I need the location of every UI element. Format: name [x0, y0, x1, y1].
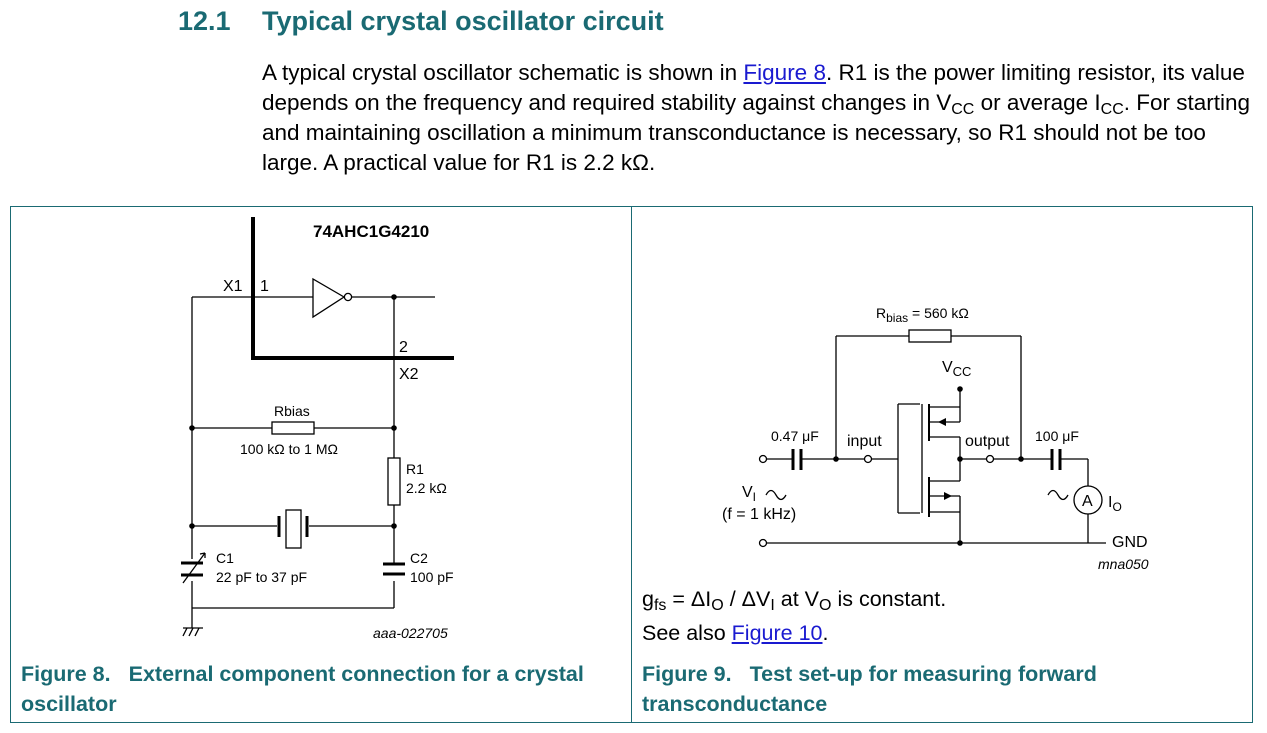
gfs-vi-sub: I: [770, 597, 775, 614]
pin-x1-label: X1: [223, 278, 243, 295]
io-sub: O: [1112, 500, 1121, 514]
figure-8-link[interactable]: Figure 8: [743, 60, 826, 85]
rbias-label-9: Rbias = 560 kΩ: [876, 305, 969, 325]
figure-10-link[interactable]: Figure 10: [731, 621, 823, 645]
io-label: IO: [1108, 494, 1122, 514]
cout-value: 100 μF: [1035, 428, 1079, 444]
rbias-value-9: = 560 kΩ: [908, 305, 969, 321]
gfs-eq-1: = ΔI: [666, 587, 712, 611]
para-text-2: . R1 is the power limiting resistor, its…: [262, 60, 1245, 115]
intro-paragraph: A typical crystal oscillator schematic i…: [262, 58, 1262, 178]
transconductance-test-schematic: Rbias = 560 kΩ VCC 0.47 μF input output …: [722, 305, 1149, 572]
figure-9-caption-number: Figure 9.: [642, 662, 732, 686]
gfs-sub: fs: [653, 597, 667, 614]
c1-value: 22 pF to 37 pF: [216, 569, 307, 585]
gfs-vo-sub: O: [819, 597, 832, 614]
ic-name: 74AHC1G4210: [313, 222, 429, 241]
rbias-value: 100 kΩ to 1 MΩ: [240, 441, 338, 457]
figure-8-caption-text: External component connection for a crys…: [21, 662, 584, 716]
vi-frequency: (f = 1 kHz): [722, 506, 796, 523]
rbias-subscript: bias: [886, 311, 908, 325]
output-label: output: [965, 433, 1010, 450]
gfs-eq-3: at V: [774, 587, 820, 611]
vcc-v: V: [942, 359, 953, 376]
section-number: 12.1: [178, 6, 231, 36]
pin-x2-label: X2: [399, 366, 419, 383]
c1-label: C1: [216, 550, 234, 566]
vcc-subscript: CC: [951, 101, 975, 118]
figure-9-code: mna050: [1098, 556, 1149, 572]
rbias-r: R: [876, 305, 886, 321]
c2-label: C2: [410, 550, 428, 566]
gfs-eq-4: is constant.: [831, 587, 947, 611]
r1-label: R1: [406, 461, 424, 477]
gfs-eq-2: / ΔV: [723, 587, 771, 611]
para-text-4: . For starting and maintaining oscillati…: [262, 90, 1251, 175]
section-title: Typical crystal oscillator circuit: [262, 6, 664, 36]
ammeter-label: A: [1082, 493, 1093, 510]
figure-9-panel: Rbias = 560 kΩ VCC 0.47 μF input output …: [631, 206, 1253, 723]
see-also-end: .: [822, 621, 829, 645]
icc-subscript: CC: [1100, 101, 1124, 118]
figure-8-caption: Figure 8.External component connection f…: [21, 659, 621, 719]
c2-value: 100 pF: [410, 569, 454, 585]
input-label: input: [847, 433, 882, 450]
gfs-note: gfs = ΔIO / ΔVI at VO is constant.: [642, 587, 947, 614]
r1-value: 2.2 kΩ: [406, 480, 447, 496]
crystal-oscillator-schematic: 74AHC1G4210 X1 1 2 X2 Rbias 100 kΩ to 1 …: [181, 217, 454, 641]
pin-1-label: 1: [260, 278, 269, 295]
cin-value: 0.47 μF: [771, 428, 819, 444]
pin-2-label: 2: [399, 339, 408, 356]
gfs-g: g: [642, 587, 654, 611]
io-i: I: [1108, 494, 1112, 511]
figure-8-code: aaa-022705: [373, 625, 448, 641]
figure-8-caption-number: Figure 8.: [21, 662, 111, 686]
vi-v: V: [742, 484, 753, 501]
figure-9-caption-text: Test set-up for measuring forward transc…: [642, 662, 1097, 716]
see-also-note: See also Figure 10.: [642, 621, 828, 646]
vi-sub: I: [753, 490, 756, 504]
para-text-1: A typical crystal oscillator schematic i…: [262, 60, 744, 85]
para-text-3: or average I: [974, 90, 1101, 115]
see-also-text: See also: [642, 621, 732, 645]
gfs-io-sub: O: [711, 597, 724, 614]
figure-9-caption: Figure 9.Test set-up for measuring forwa…: [642, 659, 1222, 719]
vi-label: VI: [742, 484, 756, 504]
vcc-label: VCC: [942, 359, 971, 379]
figure-8-panel: 74AHC1G4210 X1 1 2 X2 Rbias 100 kΩ to 1 …: [10, 206, 632, 723]
vcc-sub: CC: [953, 364, 972, 379]
gnd-label: GND: [1112, 534, 1148, 551]
rbias-label: Rbias: [274, 403, 310, 419]
